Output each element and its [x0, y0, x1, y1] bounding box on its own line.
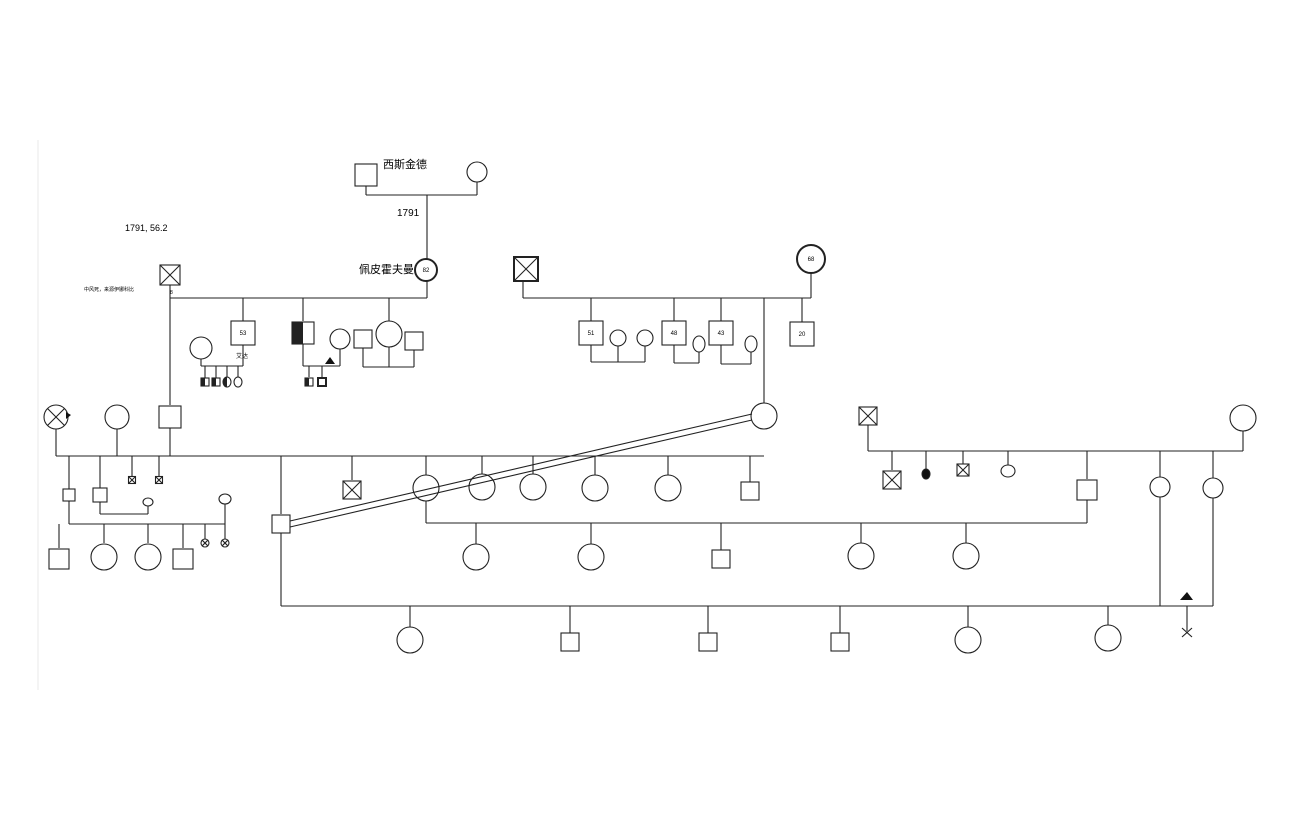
- ancestor-male-symbol: [354, 163, 378, 187]
- affected-half: [305, 378, 309, 386]
- age-son-43: 43: [718, 331, 725, 337]
- affected-half: [292, 322, 303, 344]
- daughter-name-label: 佩皮霍夫曼: [359, 262, 414, 276]
- male-symbol: [830, 632, 850, 652]
- female-symbol: [396, 626, 424, 654]
- pepi-hoffman-symbol: [414, 258, 438, 282]
- female-symbol: [468, 473, 496, 501]
- age-son-53: 53: [240, 331, 247, 337]
- deceased-mark: [882, 470, 902, 490]
- age-son-51: 51: [588, 331, 595, 337]
- spouse-female-symbol: [329, 328, 351, 350]
- pregnancy-triangle: [1180, 592, 1193, 600]
- age-son-20: 20: [799, 332, 806, 338]
- male-symbol: [1076, 479, 1098, 501]
- ancestor-name-label: 西斯金德: [383, 157, 427, 171]
- female-symbol: [581, 474, 609, 502]
- female-symbol: [577, 543, 605, 571]
- year-note-label: 1791, 56.2: [125, 223, 168, 233]
- male-symbol: [62, 488, 76, 502]
- consanguinity-line: [289, 413, 753, 522]
- female-symbol: [462, 543, 490, 571]
- female-symbol: [90, 543, 118, 571]
- consanguinity-line: [289, 419, 753, 528]
- affected-half: [223, 377, 227, 387]
- deceased-mark: [128, 476, 136, 484]
- pregnancy-triangle: [325, 357, 335, 364]
- grandchild-symbol: [233, 376, 243, 388]
- female-symbol: [744, 335, 758, 353]
- male-symbol: [92, 487, 108, 503]
- deceased-mark: [47, 408, 65, 426]
- deceased-mark: [858, 406, 878, 426]
- age-son-48: 48: [671, 331, 678, 337]
- deceased-mark: [956, 463, 970, 477]
- terminated-mark: [1181, 627, 1193, 638]
- female-symbol: [847, 542, 875, 570]
- male-symbol: [560, 632, 580, 652]
- female-symbol: [636, 329, 654, 347]
- female-symbol: [750, 402, 778, 430]
- female-symbol: [1149, 476, 1171, 498]
- male-symbol: [271, 514, 291, 534]
- female-symbol: [134, 543, 162, 571]
- female-symbol: [218, 493, 232, 505]
- female-symbol: [142, 497, 154, 507]
- grandchild-symbol: [317, 377, 327, 387]
- female-symbol: [1202, 477, 1224, 499]
- female-symbol: [654, 474, 682, 502]
- female-symbol: [1000, 464, 1016, 478]
- female-symbol: [952, 542, 980, 570]
- deceased-mark: [221, 539, 229, 547]
- male-symbol: [172, 548, 194, 570]
- male-symbol: [740, 481, 760, 501]
- female-symbol: [104, 404, 130, 430]
- daughter-symbol: [375, 320, 403, 348]
- deceased-mark: [201, 539, 209, 547]
- male-symbol: [158, 405, 182, 429]
- ancestor-female-symbol: [466, 161, 488, 183]
- son-51-symbol: [578, 320, 604, 346]
- female-symbol: [692, 335, 706, 353]
- male-symbol: [48, 548, 70, 570]
- male-symbol: [698, 632, 718, 652]
- deceased-mark: [342, 480, 362, 500]
- male-symbol: [711, 549, 731, 569]
- female-symbol: [519, 473, 547, 501]
- age-right-mother: 68: [808, 257, 815, 263]
- side-mark-label: 8: [170, 290, 173, 296]
- affected-half: [201, 378, 205, 386]
- filled-female-symbol: [921, 468, 931, 480]
- deceased-mark: [513, 256, 539, 282]
- death-note-label: 中风死，来源伊娜科比: [84, 286, 134, 293]
- female-symbol: [609, 329, 627, 347]
- son-48-symbol: [661, 320, 687, 346]
- female-symbol: [1094, 624, 1122, 652]
- son-20-symbol: [789, 321, 815, 347]
- tiny-note-label: 艾达: [236, 352, 248, 360]
- marriage-year-label: 1791: [397, 208, 420, 219]
- deceased-mark: [155, 476, 163, 484]
- deceased-mark: [159, 264, 181, 286]
- son-43-symbol: [708, 320, 734, 346]
- proband-arrow: [66, 412, 71, 419]
- female-symbol: [1229, 404, 1257, 432]
- daughter-in-law-symbol: [189, 336, 213, 360]
- affected-half: [212, 378, 216, 386]
- son-in-law-symbol: [353, 329, 373, 349]
- age-pepi: 82: [423, 268, 430, 274]
- son-in-law-symbol: [404, 331, 424, 351]
- female-symbol: [954, 626, 982, 654]
